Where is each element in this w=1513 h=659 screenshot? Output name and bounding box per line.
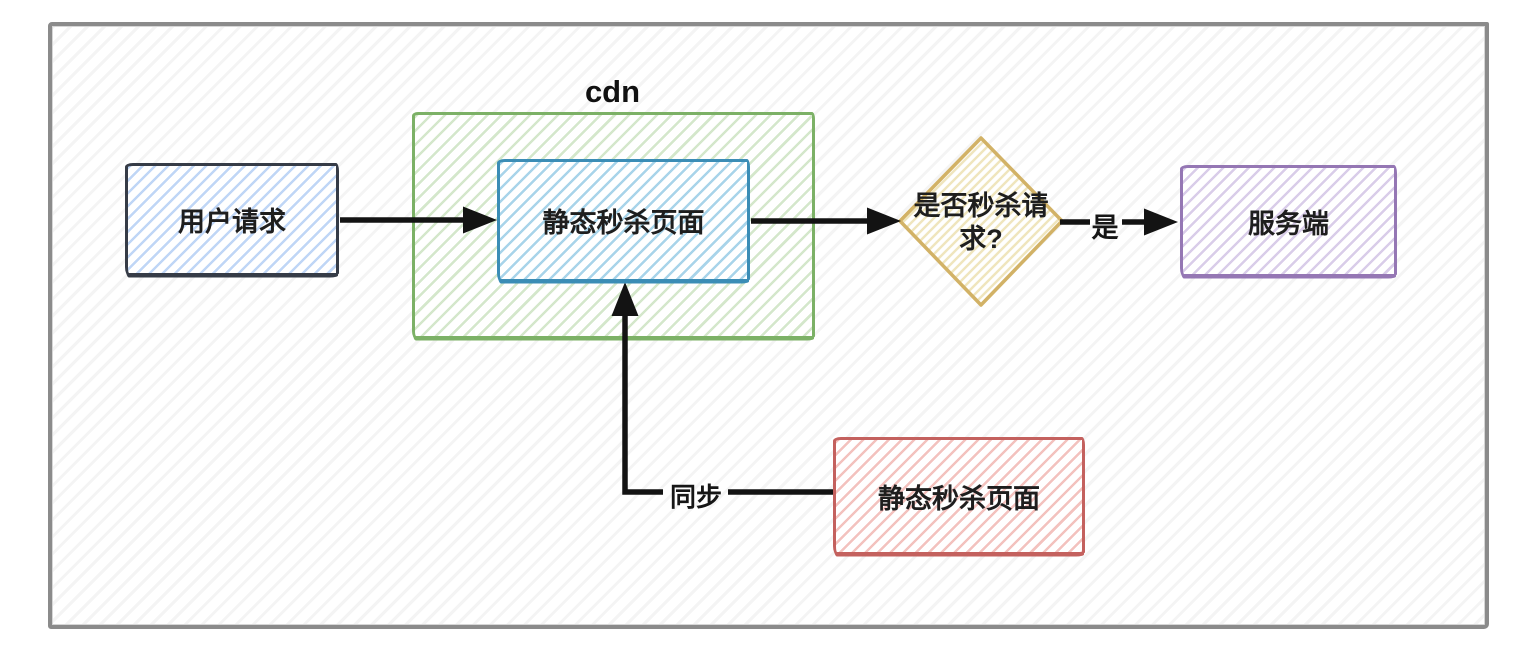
decision-label: 是否秒杀请求?	[913, 191, 1049, 254]
node-server-label: 服务端	[1248, 208, 1329, 239]
node-static-page-origin-label: 静态秒杀页面	[878, 483, 1040, 514]
node-static-page-origin: 静态秒杀页面	[833, 437, 1085, 555]
node-user-request-label: 用户请求	[178, 207, 286, 237]
group-cdn-label: cdn	[584, 74, 641, 109]
edge-label-sync: 同步	[669, 482, 722, 512]
edge-label-yes: 是	[1091, 213, 1119, 243]
node-server: 服务端	[1180, 165, 1397, 277]
node-static-page-cdn-label: 静态秒杀页面	[542, 208, 705, 238]
node-static-page-cdn: 静态秒杀页面	[497, 159, 750, 282]
node-user-request: 用户请求	[125, 163, 339, 276]
